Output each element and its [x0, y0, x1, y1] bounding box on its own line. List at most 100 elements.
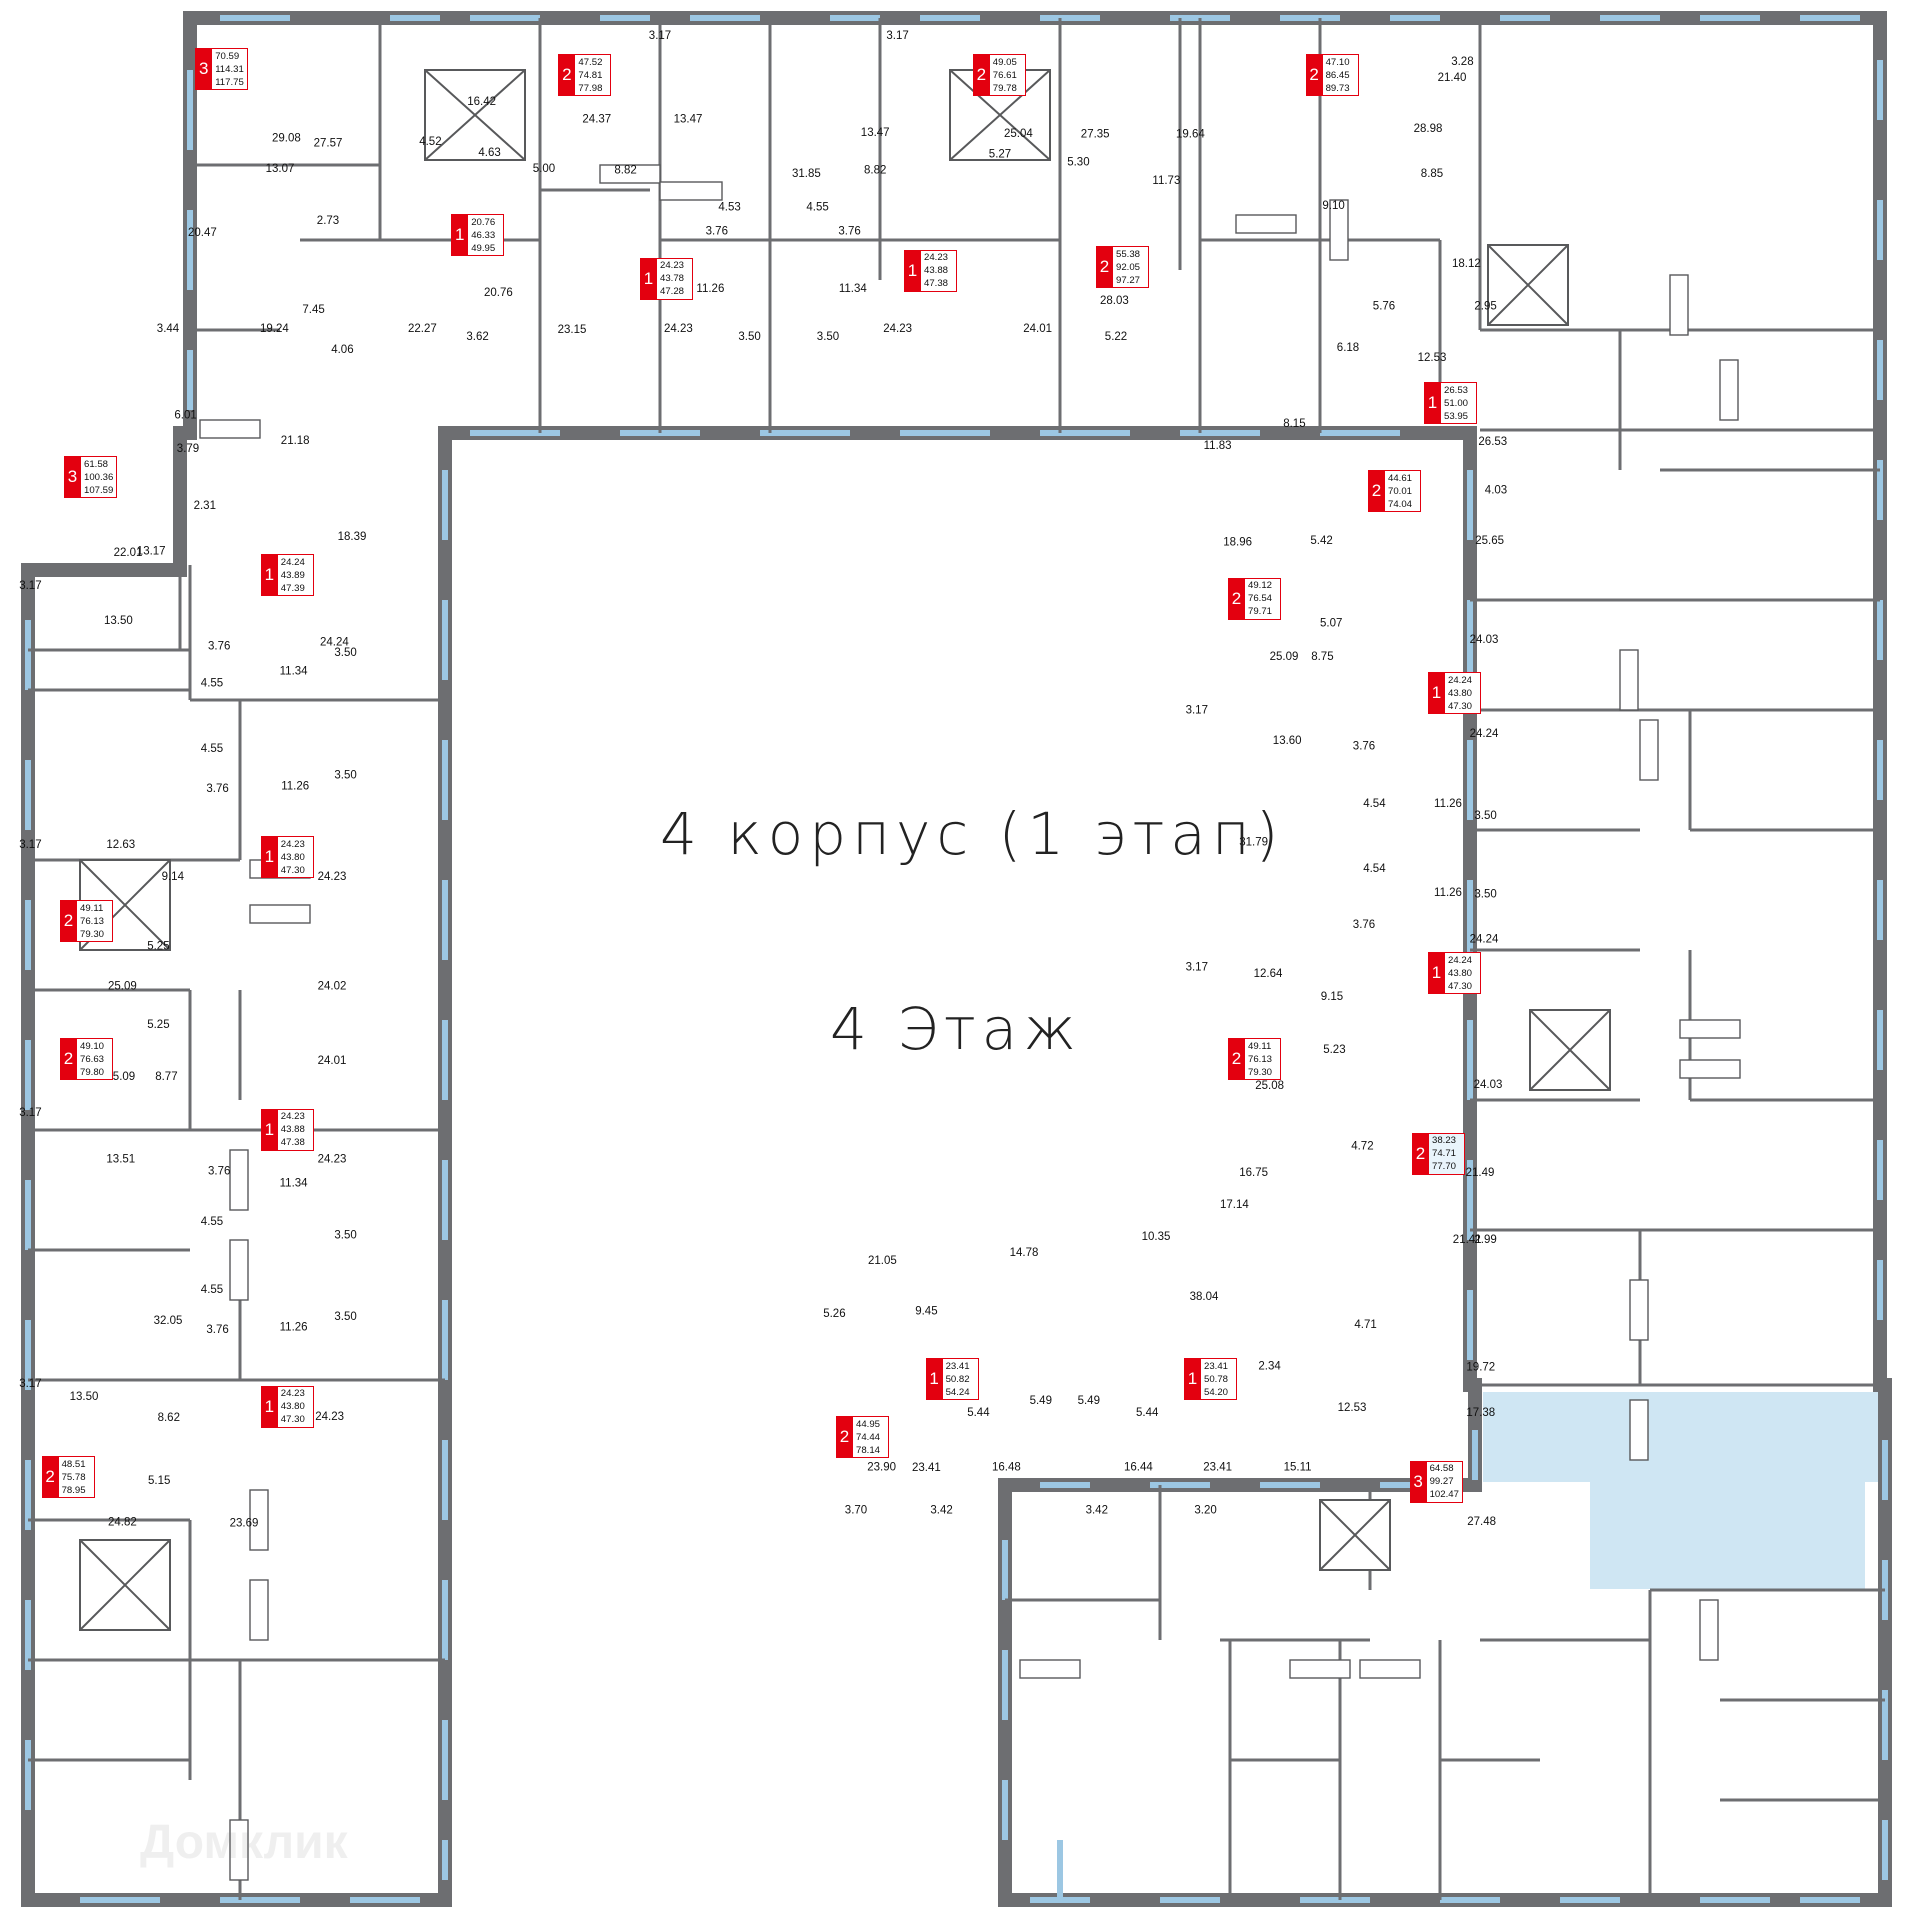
apartment-area-total: 99.27	[1429, 1476, 1454, 1488]
room-area-label: 3.28	[1451, 56, 1473, 68]
apartment-area-full: 47.28	[660, 286, 685, 298]
room-area-label: 21.49	[1466, 1167, 1495, 1179]
apartment-area-living: 47.10	[1325, 56, 1350, 68]
apartment-area-full: 49.95	[471, 242, 496, 254]
room-area-label: 3.17	[19, 1107, 41, 1119]
apartment-area-living: 24.23	[280, 1388, 305, 1400]
room-area-label: 16.42	[467, 96, 496, 108]
apartment-area-total: 74.44	[856, 1431, 881, 1443]
room-area-label: 10.35	[1142, 1231, 1171, 1243]
apartment-area-total: 43.80	[1448, 687, 1473, 699]
room-area-label: 29.08	[272, 133, 301, 145]
apartment-room-count: 1	[1424, 382, 1441, 425]
apartment-area-total: 74.71	[1432, 1148, 1457, 1160]
room-area-label: 5.76	[1373, 301, 1395, 313]
apartment-area-total: 51.00	[1444, 397, 1469, 409]
apartment-area-living: 49.12	[1248, 580, 1273, 592]
room-area-label: 15.11	[1284, 1461, 1312, 1473]
room-area-label: 23.90	[867, 1461, 896, 1473]
room-area-label: 26.53	[1478, 436, 1507, 448]
room-area-label: 4.55	[806, 201, 828, 213]
room-area-label: 2.34	[1258, 1361, 1281, 1373]
room-area-label: 11.34	[280, 665, 309, 677]
room-area-label: 24.82	[108, 1517, 137, 1529]
building-caption: 4 корпус (1 этап)	[660, 800, 1285, 868]
apartment-area-living: 24.23	[660, 260, 685, 272]
apartment-area-full: 77.98	[578, 82, 603, 94]
apartment-area-full: 79.71	[1248, 606, 1273, 618]
room-area-label: 3.50	[334, 1311, 356, 1323]
room-area-label: 12.63	[106, 839, 135, 851]
apartment-area-full: 107.59	[84, 484, 114, 496]
apartment-room-count: 2	[60, 1038, 77, 1081]
room-area-label: 32.05	[154, 1315, 183, 1327]
room-area-label: 24.24	[1470, 728, 1499, 740]
room-area-label: 4.54	[1363, 798, 1386, 810]
room-area-label: 3.79	[177, 443, 199, 455]
room-area-label: 23.41	[912, 1462, 941, 1474]
room-area-label: 4.52	[419, 136, 441, 148]
room-area-label: 23.15	[558, 324, 587, 336]
room-area-label: 4.72	[1351, 1141, 1373, 1153]
room-area-label: 5.15	[148, 1475, 170, 1487]
room-area-label: 5.49	[1030, 1395, 1052, 1407]
apartment-room-count: 2	[1305, 54, 1323, 97]
room-area-label: 3.76	[206, 783, 228, 795]
room-area-label: 11.26	[696, 283, 724, 295]
apartment-room-count: 1	[925, 1358, 943, 1401]
room-area-label: 3.44	[157, 323, 180, 335]
apartment-room-count: 2	[1096, 246, 1113, 289]
room-area-label: 5.30	[1067, 157, 1089, 169]
room-area-label: 25.08	[1255, 1080, 1284, 1092]
room-area-label: 28.03	[1100, 295, 1129, 307]
room-area-label: 13.07	[266, 163, 295, 175]
room-area-label: 38.04	[1190, 1291, 1219, 1303]
room-area-label: 4.55	[201, 1216, 223, 1228]
room-area-label: 4.55	[201, 677, 223, 689]
room-area-label: 24.02	[318, 981, 347, 993]
apartment-room-count: 1	[260, 1385, 278, 1428]
room-area-label: 27.57	[314, 137, 343, 149]
room-area-label: 25.65	[1475, 535, 1504, 547]
room-area-label: 12.53	[1418, 352, 1447, 364]
apartment-area-total: 114.31	[215, 63, 244, 75]
room-area-label: 24.23	[318, 871, 347, 883]
room-area-label: 4.03	[1485, 485, 1507, 497]
room-area-label: 24.23	[883, 323, 912, 335]
room-area-label: 18.96	[1223, 537, 1252, 549]
apartment-room-count: 1	[904, 249, 921, 292]
apartment-area-living: 44.61	[1388, 472, 1413, 484]
